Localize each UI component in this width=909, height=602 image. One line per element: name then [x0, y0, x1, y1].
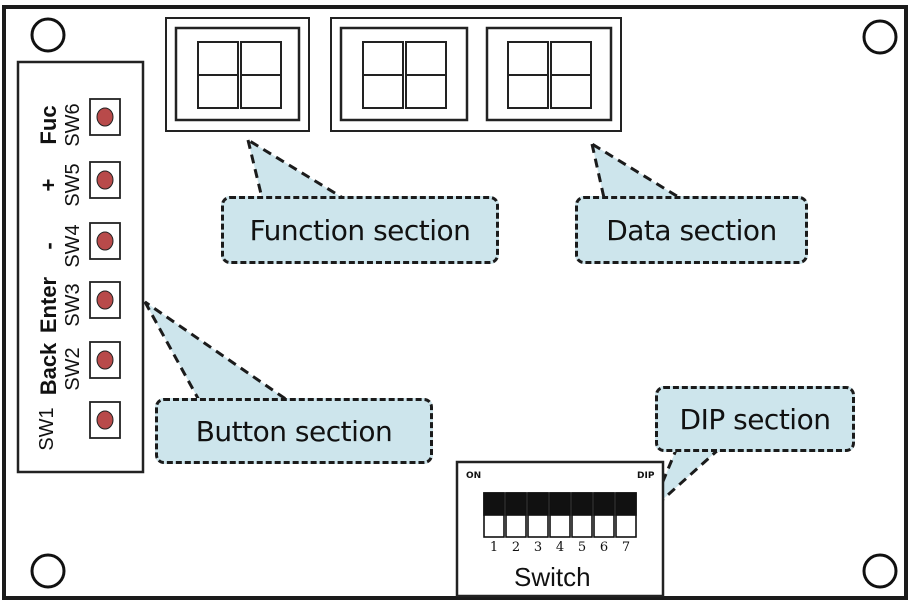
- dip-number-1: 1: [489, 540, 499, 555]
- dip-dip-label: DIP: [637, 471, 655, 481]
- dip-number-5: 5: [577, 540, 587, 555]
- dip-number-2: 2: [511, 540, 521, 555]
- mounting-hole-bottom-left: [30, 553, 66, 589]
- button-panel: [16, 60, 145, 474]
- data-section-callout: Data section: [575, 196, 808, 264]
- dip-number-6: 6: [599, 540, 609, 555]
- function-section-callout: Function section: [221, 196, 499, 264]
- dip-on-label: ON: [466, 471, 482, 481]
- data-digits: [362, 41, 592, 109]
- dip-switch-label: Switch: [514, 562, 591, 592]
- function-digits: [197, 41, 282, 109]
- dip-toggles: [483, 492, 637, 538]
- button-leds: [96, 107, 114, 430]
- mounting-hole-top-left: [30, 17, 66, 53]
- button-switch-id: SW1: [36, 407, 58, 451]
- dip-number-4: 4: [555, 540, 565, 555]
- button-section-callout: Button section: [155, 398, 433, 464]
- dip-number-7: 7: [621, 540, 631, 555]
- button-label-sw1: SW1: [36, 383, 86, 475]
- mounting-hole-bottom-right: [862, 553, 898, 589]
- function-pointer: [245, 136, 349, 200]
- callout-pointers: [143, 136, 722, 512]
- dip-section-callout: DIP section: [655, 386, 855, 452]
- dip-number-3: 3: [533, 540, 543, 555]
- mounting-hole-top-right: [862, 19, 898, 55]
- button-pointer: [143, 300, 295, 404]
